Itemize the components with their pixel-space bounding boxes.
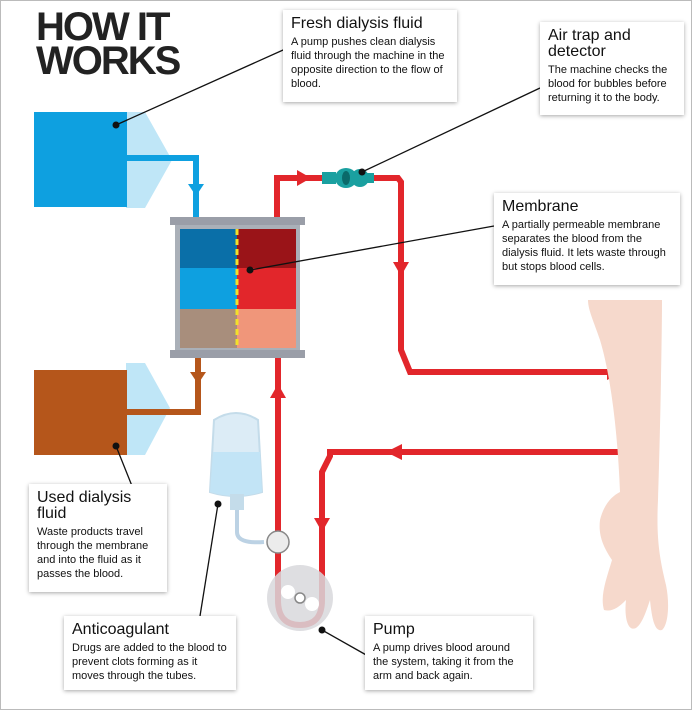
page-title: HOW IT WORKS [36,5,181,83]
pump-heading: Pump [373,621,415,638]
anticoagulant-text: Drugs are added to the blood to prevent … [72,642,227,682]
used-fluid-text: Waste products travel through the membra… [37,526,149,580]
pump-callout: Pump A pump drives blood around the syst… [365,616,533,690]
anticoagulant-callout: Anticoagulant Drugs are added to the blo… [64,616,236,690]
blood-pump [267,565,333,631]
blood-arrow-2 [393,262,409,276]
air-trap-heading-line-1: Air trap and [548,27,631,44]
fresh-fluid-text: A pump pushes clean dialysis fluid throu… [291,36,445,90]
leader-dots [112,121,366,634]
machine-top-cap [170,217,305,225]
anticoagulant-heading: Anticoagulant [72,621,169,638]
fresh-fluid-heading: Fresh dialysis fluid [291,15,423,32]
used-fluid-heading-line-1: Used dialysis [37,489,132,506]
blood-arrow-1 [297,170,311,186]
blood-tube-from-arm [319,449,622,600]
fluid-cell-waste [180,309,237,348]
fresh-fluid-callout: Fresh dialysis fluid A pump pushes clean… [283,10,457,102]
membrane-heading: Membrane [502,198,579,215]
used-fluid-heading-line-2: fluid [37,505,67,522]
fresh-fluid-tank [34,112,127,207]
arm [588,300,669,631]
used-flow-arrow [190,372,206,384]
blood-arrow-6 [270,384,286,398]
membrane-text: A partially permeable membrane separates… [502,219,666,273]
drip-valve [266,530,290,554]
fluid-cell-blue [180,268,237,309]
air-trap-detector [322,168,374,188]
fluid-cell-dark [180,229,237,268]
blood-cell-red [237,268,296,309]
title-line-1: HOW IT [36,5,170,49]
blood-cell-dark [237,229,296,268]
blood-arrow-5 [314,518,330,532]
anticoagulant-bag [208,412,265,545]
fresh-flow-arrow [188,184,204,196]
machine-bottom-cap [170,350,305,358]
leader-lines [115,45,541,657]
fresh-fluid-tube [126,155,199,222]
title-line-2: WORKS [36,39,181,83]
membrane-callout: Membrane A partially permeable membrane … [494,193,680,285]
air-trap-text: The machine checks the blood for bubbles… [548,64,668,104]
blood-arrow-4 [386,444,402,460]
blood-cell-light [237,309,296,348]
pump-text: A pump drives blood around the system, t… [373,642,514,682]
used-fluid-tank [34,370,127,455]
air-trap-heading-line-2: detector [548,43,606,60]
